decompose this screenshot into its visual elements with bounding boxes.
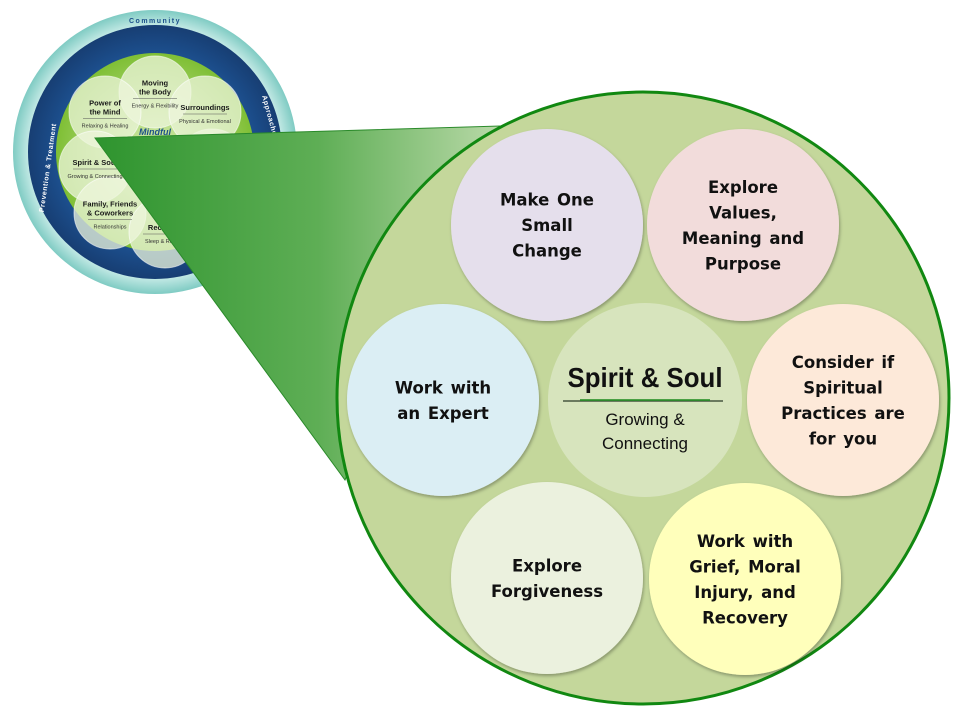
focus-item-label-line: for you bbox=[809, 429, 877, 448]
wheel-petal-subtitle: Energy & Flexibility bbox=[132, 104, 179, 110]
wheel-petal-title: Spirit & Soul bbox=[73, 158, 118, 167]
focus-item-label-line: Meaning and bbox=[682, 229, 804, 248]
focus-item-circle bbox=[649, 483, 841, 675]
wheel-mindful-label: Mindful bbox=[139, 127, 171, 137]
wheel-petal-subtitle: Physical & Emotional bbox=[179, 119, 231, 125]
wheel-petal-title: Family, Friends bbox=[83, 200, 137, 209]
focus-item-label-line: Purpose bbox=[705, 254, 781, 273]
focus-item-label-line: Work with bbox=[395, 378, 491, 397]
focus-item-label-line: Forgiveness bbox=[491, 582, 603, 601]
focus-item-label-line: Explore bbox=[512, 556, 582, 575]
wheel-petal-title: the Body bbox=[139, 88, 172, 97]
focus-items: Make OneSmallChangeExploreValues,Meaning… bbox=[347, 129, 939, 675]
center-subtitle-line-2: Connecting bbox=[602, 434, 688, 453]
focus-item-label-line: Work with bbox=[697, 532, 793, 551]
focus-item-label-line: Explore bbox=[708, 178, 778, 197]
focus-item-label-line: Recovery bbox=[702, 608, 788, 627]
focus-item-label-line: Grief, Moral bbox=[689, 557, 801, 576]
wheel-petal-subtitle: Relationships bbox=[93, 225, 126, 231]
center-subtitle-line-1: Growing & bbox=[605, 410, 685, 429]
wheel-petal-title: & Coworkers bbox=[87, 209, 133, 218]
focus-item-label-line: Change bbox=[512, 242, 582, 261]
focus-item-circle bbox=[347, 304, 539, 496]
wheel-petal-title: Moving bbox=[142, 79, 169, 88]
focus-item-circle bbox=[451, 482, 643, 674]
wheel-petal-subtitle: Sleep & Refresh bbox=[145, 239, 185, 245]
focus-item-circle bbox=[451, 129, 643, 321]
wheel-petal-title: Power of bbox=[89, 99, 121, 108]
focus-item-label-line: Values, bbox=[709, 203, 777, 222]
focus-item-label-line: Practices are bbox=[781, 404, 905, 423]
wheel-community-label: Community bbox=[129, 18, 181, 25]
focus-item-label-line: Make One bbox=[500, 191, 594, 210]
focus-item-work-with-expert: Work with an Expert bbox=[347, 304, 539, 496]
focus-item-circle bbox=[647, 129, 839, 321]
wheel-petal-subtitle: Relaxing & Healing bbox=[82, 124, 129, 130]
wheel-petal-subtitle: Growing & Connecting bbox=[67, 174, 122, 180]
wheel-petal-title: the Mind bbox=[90, 108, 121, 117]
focus-item-label-line: Small bbox=[521, 216, 573, 235]
wheel-petal-title: Surroundings bbox=[180, 103, 229, 112]
focus-item-label-line: Spiritual bbox=[803, 378, 883, 397]
focus-item-label-line: Injury, and bbox=[694, 583, 796, 602]
focus-item-label-line: an Expert bbox=[397, 404, 489, 423]
center-title: Spirit & Soul bbox=[568, 362, 723, 393]
center-circle-group: Spirit & Soul Growing & Connecting bbox=[548, 303, 742, 497]
focus-item-circle bbox=[747, 304, 939, 496]
focus-item-label-line: Consider if bbox=[792, 353, 895, 372]
